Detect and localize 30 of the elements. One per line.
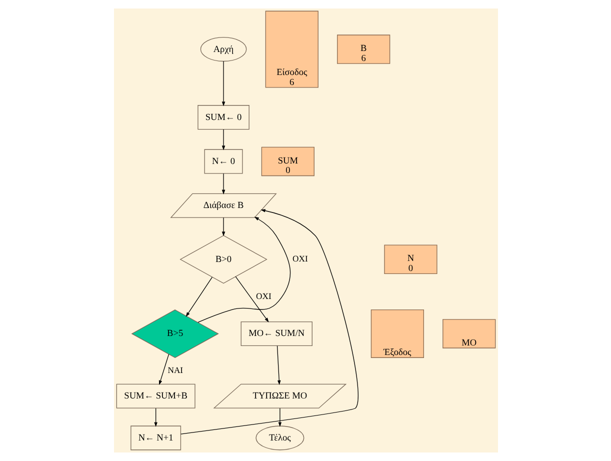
arrow (185, 276, 212, 317)
edge-label: ΝΑΙ (167, 365, 183, 376)
node-box: MO (442, 319, 496, 348)
edge-label: ΟΧΙ (292, 254, 308, 264)
arrow (234, 276, 268, 322)
arrow (221, 129, 225, 150)
node-box: N← N+1 (130, 426, 181, 450)
node-box: N← 0 (204, 149, 242, 174)
node-box: MO← SUM/N (240, 321, 312, 346)
node-diamond: B>0 (179, 235, 267, 284)
arrow (221, 173, 225, 194)
node-box: Έξοδος (370, 309, 424, 358)
arrow (180, 209, 358, 434)
node-box: SUM← SUM+B (116, 384, 195, 408)
node-box: SUM← 0 (197, 105, 249, 130)
arrow (276, 346, 280, 386)
edge-label: ΟΧΙ (256, 290, 271, 301)
arrow (221, 217, 225, 236)
arrow (221, 60, 225, 106)
arrow (154, 408, 157, 427)
arrow (197, 216, 290, 323)
node-diamond: B>5 (130, 309, 218, 358)
node-box: Είσοδος 6 (264, 10, 318, 88)
node-box: B 6 (336, 34, 390, 64)
arrow (278, 408, 282, 427)
node-ellipse: Τέλος (255, 426, 304, 450)
node-ellipse: Αρχή (200, 37, 246, 62)
arrow (158, 354, 169, 386)
node-box: N 0 (384, 244, 437, 274)
node-box: SUM 0 (260, 146, 314, 176)
